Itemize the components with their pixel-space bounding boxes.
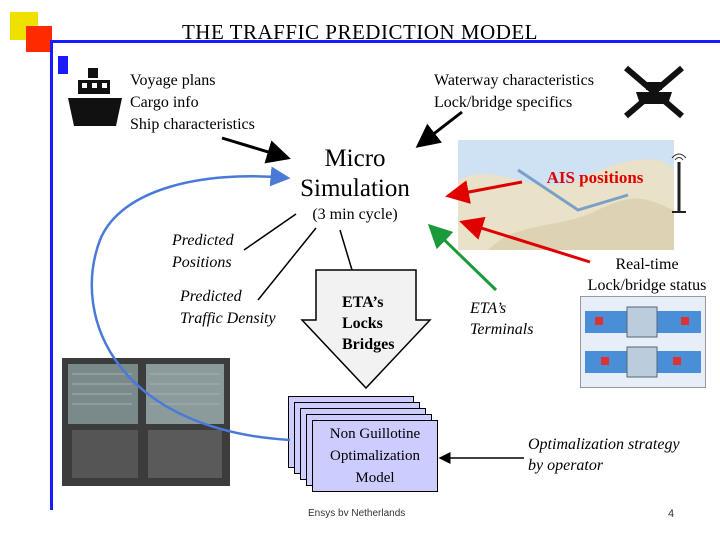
optimization-model-box: Non Guillotine Optimalization Model xyxy=(312,420,438,492)
optimization-strategy-label: Optimalization strategy by operator xyxy=(528,436,680,474)
ais-positions-label: AIS positions xyxy=(546,168,644,187)
line-predicted-density xyxy=(257,227,317,301)
cycle-label: (3 min cycle) xyxy=(312,206,398,223)
predicted-positions-label: Predicted Positions xyxy=(172,232,234,271)
waterway-map-image xyxy=(458,140,674,250)
left-inputs: Voyage plans Cargo info Ship characteris… xyxy=(130,70,255,136)
eta-block-arrow xyxy=(300,269,432,390)
slide-title: THE TRAFFIC PREDICTION MODEL xyxy=(181,20,539,44)
right-inputs: Waterway characteristics Lock/bridge spe… xyxy=(434,70,594,114)
predicted-density-label: Predicted Traffic Density xyxy=(180,288,276,327)
line-eta-arrow xyxy=(339,229,353,271)
arrow-realtime-status xyxy=(459,216,591,264)
input-ship-characteristics: Ship characteristics xyxy=(130,116,255,133)
footer-company: Ensys bv Netherlands xyxy=(308,508,406,519)
no-ship-icon xyxy=(624,65,684,119)
eta-terminals-label: ETA’s Terminals xyxy=(470,300,534,338)
arrow-left-inputs xyxy=(221,136,291,164)
deco-blue-rule-horizontal xyxy=(50,40,720,43)
input-waterway-characteristics: Waterway characteristics xyxy=(434,72,594,89)
arrow-eta-terminals xyxy=(427,223,498,292)
lock-status-image xyxy=(580,296,706,388)
deco-red-square xyxy=(26,26,52,52)
ship-icon xyxy=(68,68,122,126)
input-lock-bridge-specifics: Lock/bridge specifics xyxy=(434,94,573,111)
realtime-status-label: Real-time Lock/bridge status xyxy=(587,256,707,294)
arrow-right-inputs xyxy=(415,110,463,148)
deco-blue-bullet xyxy=(58,56,68,74)
deco-blue-rule-vertical xyxy=(50,40,53,510)
input-cargo-info: Cargo info xyxy=(130,94,199,111)
input-voyage-plans: Voyage plans xyxy=(130,72,216,89)
micro-simulation-label: Micro Simulation xyxy=(300,145,410,202)
arrow-ais xyxy=(445,180,523,204)
line-predicted-positions xyxy=(243,213,297,251)
eta-locks-bridges-label: ETA’s Locks Bridges xyxy=(342,294,395,353)
antenna-icon xyxy=(671,153,687,213)
arrow-feedback-curve xyxy=(90,166,291,442)
page-number: 4 xyxy=(668,508,675,520)
